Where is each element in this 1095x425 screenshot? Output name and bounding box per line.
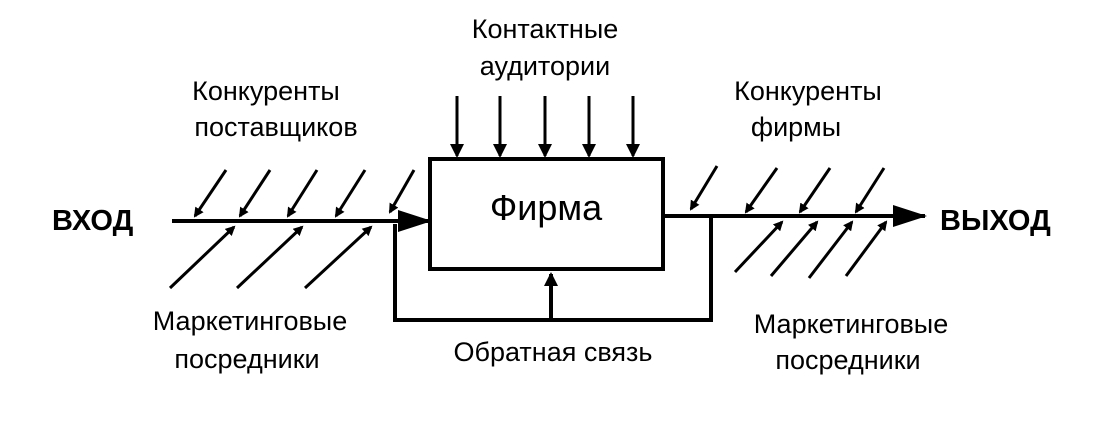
left-intermediary-arrow (303, 225, 373, 290)
feedback-label: Обратная связь (454, 337, 653, 367)
input-label: ВХОД (52, 205, 134, 237)
contact-audience-arrows (450, 96, 640, 158)
firm-competitor-arrows (689, 165, 886, 214)
left-intermediary-arrows (168, 225, 373, 290)
supplier-competitor-arrows (193, 169, 416, 218)
supplier-competitor-arrow (388, 169, 416, 214)
supplier-competitor-arrow (193, 169, 228, 218)
right-intermediary-arrow (733, 220, 784, 274)
supplier-competitor-arrow (286, 169, 319, 218)
supplier-competitors-label-line2: поставщиков (194, 112, 357, 142)
left-intermediary-arrow (168, 225, 236, 290)
left-intermediaries-label-line2: посредники (174, 344, 319, 374)
firm-competitor-arrow (689, 165, 719, 211)
right-intermediaries-label-line1: Маркетинговые (754, 309, 948, 339)
left-intermediaries-label-line1: Маркетинговые (153, 306, 347, 336)
contact-audiences-label-line1: Контактные (472, 14, 619, 44)
right-intermediary-arrows (733, 220, 888, 279)
supplier-competitor-arrow (238, 169, 272, 218)
right-intermediary-arrow (769, 220, 819, 277)
feedback-loop (393, 216, 713, 322)
right-intermediary-arrow (844, 220, 888, 277)
firm-competitor-arrow (854, 167, 886, 214)
contact-audiences-label-line2: аудитории (480, 51, 610, 81)
firm-competitors-label-line2: фирмы (751, 112, 841, 142)
left-intermediary-arrow (235, 225, 304, 290)
firm-competitors-label-line1: Конкуренты (734, 76, 882, 106)
firm-box (428, 157, 665, 271)
firm-label: Фирма (490, 187, 603, 228)
supplier-competitor-arrow (334, 169, 367, 218)
firm-competitor-arrow (744, 167, 779, 214)
supplier-competitors-label-line1: Конкуренты (192, 76, 340, 106)
output-label: ВЫХОД (940, 205, 1051, 237)
right-intermediaries-label-line2: посредники (775, 345, 920, 375)
firm-competitor-arrow (798, 167, 832, 214)
right-intermediary-arrow (807, 220, 854, 279)
